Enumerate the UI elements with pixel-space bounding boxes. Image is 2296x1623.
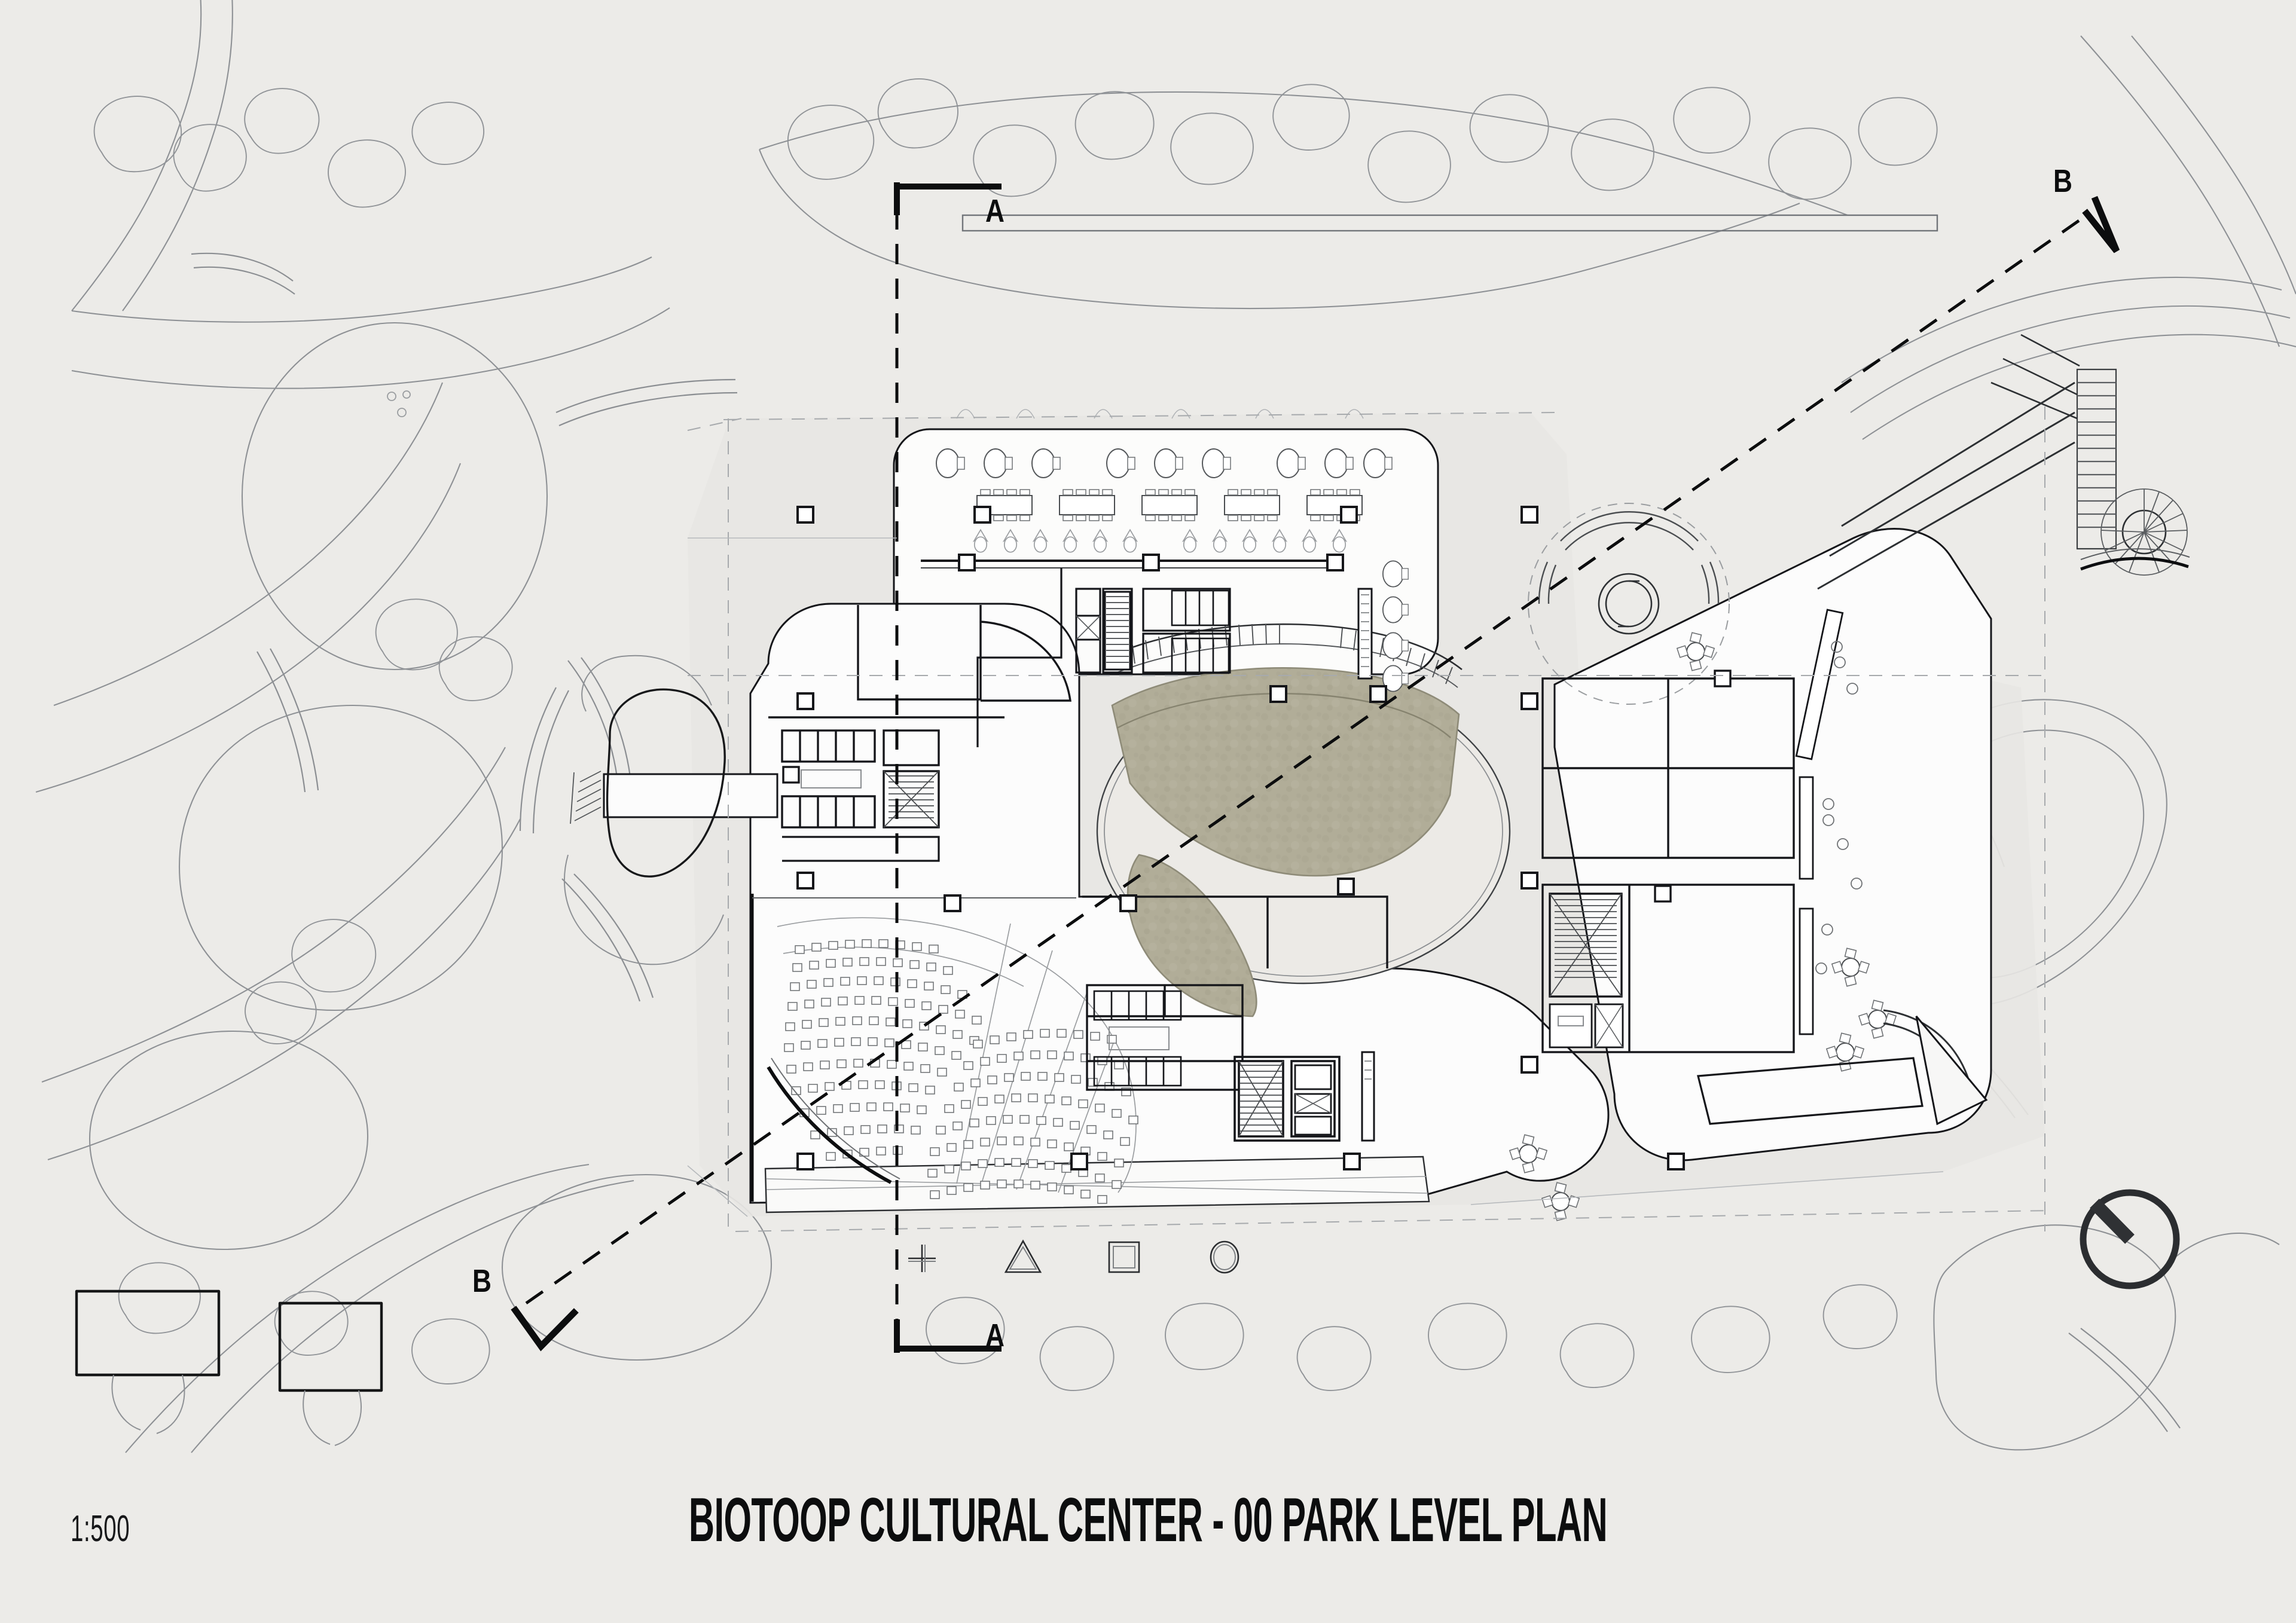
park-landscape bbox=[35, 0, 2296, 1453]
section-tag-b-top: B bbox=[2053, 163, 2072, 199]
section-tag-b-bottom: B bbox=[472, 1263, 491, 1299]
seat-block-west bbox=[784, 939, 982, 1161]
planting-bed-north bbox=[1111, 667, 1460, 877]
triangle-symbol bbox=[1004, 1239, 1042, 1273]
square-symbol bbox=[1108, 1241, 1140, 1273]
cross-symbol bbox=[908, 1245, 936, 1272]
paving-hairlines bbox=[687, 537, 1944, 1217]
north-arrow bbox=[2080, 1189, 2180, 1289]
section-line-B bbox=[511, 195, 2120, 1352]
construction-lines bbox=[687, 406, 2051, 1232]
exterior-stair bbox=[1817, 334, 2190, 590]
north-wing-interior bbox=[921, 409, 1409, 747]
courtyard-planting bbox=[1111, 623, 1463, 1017]
page-title: BIOTOOP CULTURAL CENTER - 00 PARK LEVEL … bbox=[688, 1486, 1608, 1555]
scale-label: 1:500 bbox=[71, 1508, 130, 1549]
column-markers bbox=[958, 554, 1344, 571]
symbol-legend-row bbox=[908, 1239, 1239, 1274]
planting-bed-south bbox=[1126, 854, 1257, 1017]
pond-outline bbox=[606, 688, 726, 878]
north-stair bbox=[1104, 591, 1131, 671]
section-tag-a-bottom: A bbox=[985, 1318, 1004, 1353]
east-wing-interior bbox=[1509, 503, 1988, 1221]
auditorium-seating bbox=[750, 894, 1138, 1204]
seat-block-east bbox=[927, 1029, 1138, 1204]
section-tag-a-top: A bbox=[985, 193, 1004, 229]
title-block: 1:500 BIOTOOP CULTURAL CENTER - 00 PARK … bbox=[0, 1462, 2296, 1623]
section-line-A bbox=[894, 182, 1938, 1353]
south-wing-interior bbox=[768, 605, 1388, 1142]
column-grid-markers bbox=[796, 506, 1685, 1170]
circle-symbol bbox=[1210, 1240, 1239, 1274]
west-bridge bbox=[603, 773, 778, 818]
